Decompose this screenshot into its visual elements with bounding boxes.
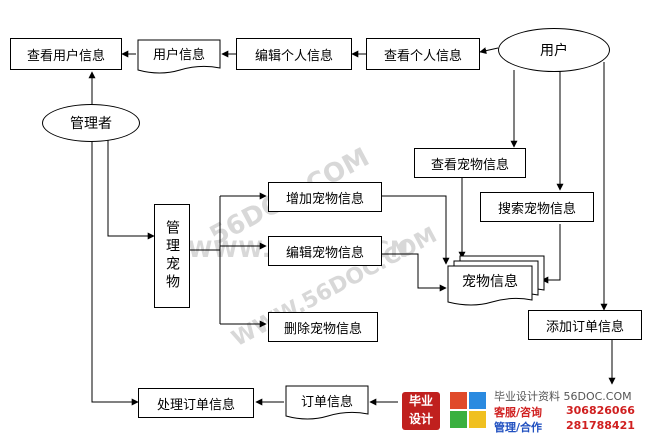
branding-tagline: 毕业设计资料 56DOC.COM bbox=[494, 390, 632, 403]
delete-pet-info-box: 删除宠物信息 bbox=[268, 312, 378, 342]
manage-label: 管理/合作 bbox=[494, 421, 543, 434]
puzzle-icon bbox=[450, 392, 486, 428]
arrow-edit-pet-to-doc bbox=[382, 253, 447, 292]
process-order-info-box: 处理订单信息 bbox=[138, 388, 254, 418]
manage-number: 281788421 bbox=[566, 419, 635, 432]
search-pet-info-box: 搜索宠物信息 bbox=[480, 192, 594, 222]
manage-pet-box: 管理宠物 bbox=[154, 204, 190, 308]
service-number: 306826066 bbox=[566, 404, 635, 417]
edit-personal-info-box: 编辑个人信息 bbox=[236, 38, 352, 70]
pet-info-doc-label: 宠物信息 bbox=[462, 274, 518, 290]
user-info-document bbox=[137, 39, 221, 74]
view-user-info-box: 查看用户信息 bbox=[10, 38, 122, 70]
view-personal-info-box: 查看个人信息 bbox=[366, 38, 480, 70]
view-pet-info-box: 查看宠物信息 bbox=[414, 148, 526, 178]
arrow-user-to-view-personal bbox=[479, 47, 499, 55]
user-info-doc-label: 用户信息 bbox=[152, 47, 205, 63]
arrow-search-pet-to-doc bbox=[541, 224, 561, 284]
pet-info-document bbox=[447, 265, 533, 306]
add-pet-info-box: 增加宠物信息 bbox=[268, 182, 382, 212]
arrow-admin-to-process-order bbox=[91, 140, 139, 406]
arrow-add-pet-to-doc bbox=[382, 195, 450, 265]
user-actor: 用户 bbox=[498, 28, 610, 72]
add-order-info-box: 添加订单信息 bbox=[528, 310, 642, 340]
order-info-document bbox=[285, 385, 369, 420]
edit-pet-info-box: 编辑宠物信息 bbox=[268, 236, 382, 266]
branding-area: 毕业 设计 毕业设计资料 56DOC.COM 客服/咨询 306826066 管… bbox=[398, 386, 654, 436]
order-info-doc-label: 订单信息 bbox=[300, 394, 353, 410]
service-label: 客服/咨询 bbox=[494, 406, 543, 419]
arrow-admin-to-manage-pet bbox=[107, 137, 155, 240]
admin-actor: 管理者 bbox=[42, 104, 140, 142]
logo-mark: 毕业 设计 bbox=[402, 392, 440, 430]
